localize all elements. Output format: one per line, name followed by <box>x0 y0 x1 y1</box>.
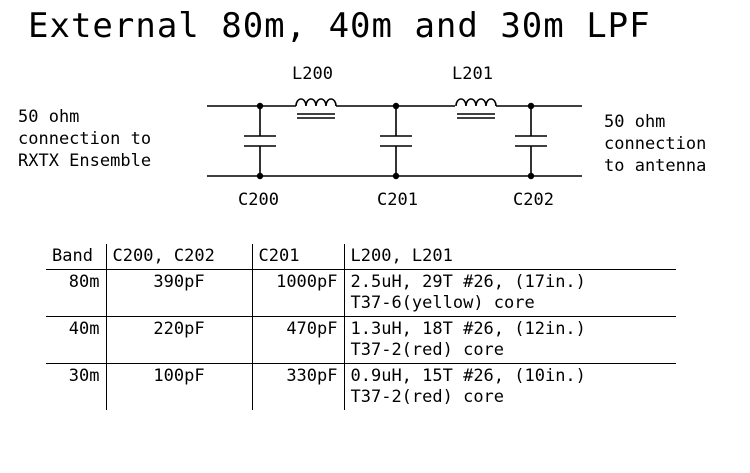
inductor-l200 <box>295 98 337 119</box>
header-c201: C201 <box>252 244 345 270</box>
cell-c201: 330pF <box>252 363 345 410</box>
junction-c202-bottom <box>527 172 535 180</box>
table-row: 30m 100pF 330pF 0.9uH, 15T #26, (10in.) … <box>46 363 676 411</box>
input-port-line-2: connection to <box>18 129 152 149</box>
header-c200-c202: C200, C202 <box>106 244 253 270</box>
inductor-spec: 1.3uH, 18T #26, (12in.) <box>350 319 586 339</box>
label-l200: L200 <box>292 64 333 84</box>
cell-c200-c202: 220pF <box>106 316 253 364</box>
label-l201: L201 <box>452 64 493 84</box>
component-table: Band C200, C202 C201 L200, L201 80m 390p… <box>46 244 676 410</box>
junction-c202-top <box>527 102 535 110</box>
inductor-core: T37-2(red) core <box>350 340 505 360</box>
cell-band: 80m <box>46 269 107 317</box>
cell-inductor: 1.3uH, 18T #26, (12in.) T37-2(red) core <box>344 316 676 364</box>
output-port-line-1: 50 ohm <box>604 112 666 132</box>
cell-inductor: 2.5uH, 29T #26, (17in.) T37-6(yellow) co… <box>344 269 676 317</box>
capacitor-c200 <box>244 106 276 176</box>
cell-c200-c202: 100pF <box>106 363 253 410</box>
junction-c200-top <box>256 102 264 110</box>
inductor-core: T37-6(yellow) core <box>350 293 535 313</box>
header-band: Band <box>46 244 107 270</box>
cell-band: 40m <box>46 316 107 364</box>
output-port-line-3: to antenna <box>604 156 707 176</box>
junction-c200-bottom <box>256 172 264 180</box>
label-c200: C200 <box>238 190 279 210</box>
header-inductors: L200, L201 <box>344 244 676 270</box>
page-title: External 80m, 40m and 30m LPF <box>28 6 651 46</box>
cell-c201: 470pF <box>252 316 345 364</box>
output-port-label: 50 ohm connection to antenna <box>604 111 706 177</box>
cell-c201: 1000pF <box>252 269 345 317</box>
lpf-schematic <box>207 98 582 180</box>
input-port-line-3: RXTX Ensemble <box>18 151 152 171</box>
inductor-core: T37-2(red) core <box>350 387 505 407</box>
inductor-spec: 2.5uH, 29T #26, (17in.) <box>350 272 586 292</box>
capacitor-c201 <box>380 106 412 176</box>
table-header-row: Band C200, C202 C201 L200, L201 <box>46 244 676 270</box>
input-port-line-1: 50 ohm <box>18 107 80 127</box>
cell-band: 30m <box>46 363 107 410</box>
inductor-l201 <box>455 98 497 119</box>
cell-c200-c202: 390pF <box>106 269 253 317</box>
junction-c201-bottom <box>392 172 400 180</box>
junction-c201-top <box>392 102 400 110</box>
label-c202: C202 <box>513 190 554 210</box>
table-row: 80m 390pF 1000pF 2.5uH, 29T #26, (17in.)… <box>46 269 676 317</box>
output-port-line-2: connection <box>604 134 707 154</box>
capacitor-c202 <box>515 106 547 176</box>
table-row: 40m 220pF 470pF 1.3uH, 18T #26, (12in.) … <box>46 316 676 364</box>
cell-inductor: 0.9uH, 15T #26, (10in.) T37-2(red) core <box>344 364 676 411</box>
label-c201: C201 <box>377 190 418 210</box>
input-port-label: 50 ohm connection to RXTX Ensemble <box>18 106 151 172</box>
inductor-spec: 0.9uH, 15T #26, (10in.) <box>350 366 586 386</box>
